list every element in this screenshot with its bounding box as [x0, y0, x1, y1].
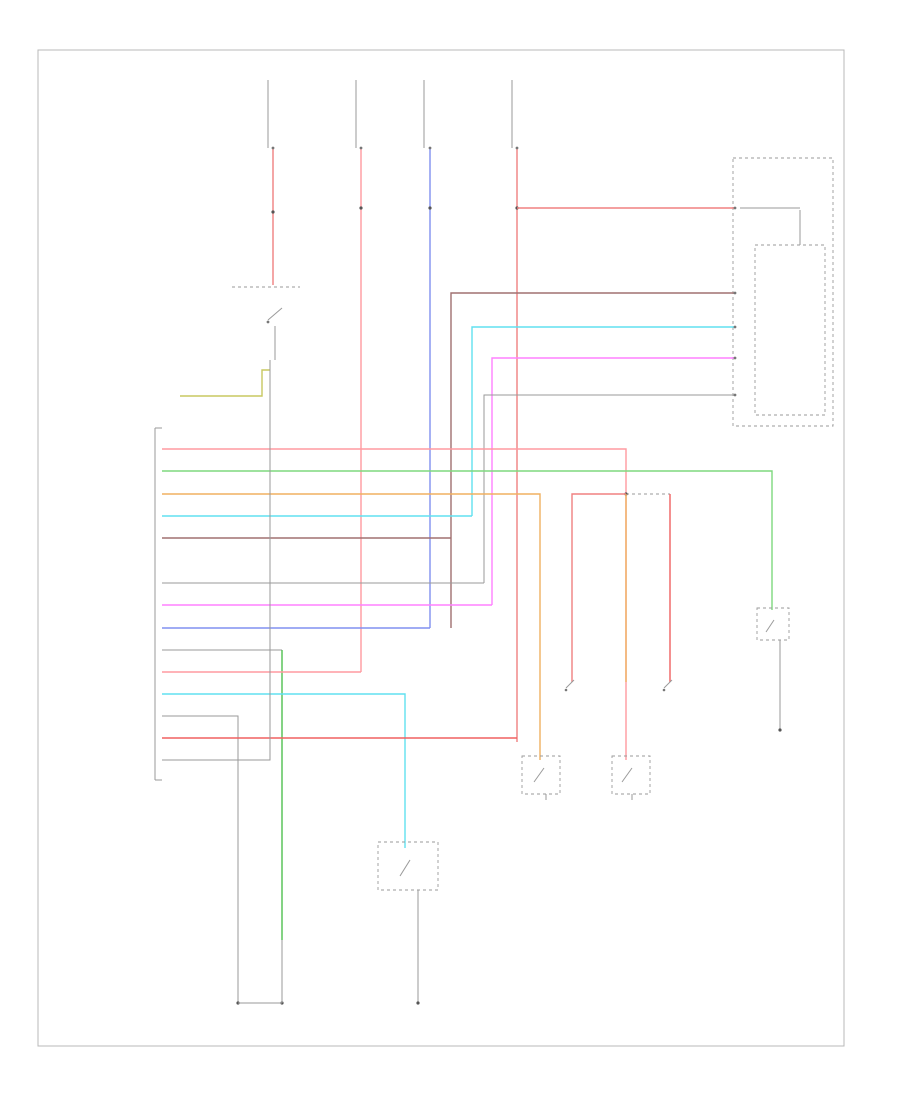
- left-door-switch: [564, 679, 575, 692]
- connector-markers: [271, 146, 737, 397]
- fuse-column-2: [355, 80, 363, 672]
- diagram-frame: [37, 49, 845, 1047]
- instrument-cluster: [732, 157, 834, 427]
- wire-yellow-left: [180, 369, 270, 397]
- wire-green-471: [162, 470, 773, 610]
- body-control-module: [154, 427, 162, 781]
- right-door-switch: [662, 679, 673, 692]
- wire-gray-cluster: [483, 394, 735, 583]
- wire-magenta-cluster: [491, 357, 735, 605]
- fuse-column-1: [267, 80, 275, 285]
- ignition-switch: [232, 286, 300, 360]
- fuse-column-3: [423, 80, 432, 628]
- wire-cyan-694: [162, 693, 406, 848]
- right-ajar-switch: [611, 755, 651, 800]
- wire-orange-494: [162, 493, 541, 760]
- wire-gray-760: [162, 360, 271, 761]
- wire-brown-cluster: [450, 292, 735, 628]
- wire-cyan-cluster: [471, 326, 735, 516]
- wire-gray-716: [162, 715, 239, 1003]
- courtesy-switch: [377, 841, 439, 1005]
- fuse-column-4: [511, 80, 519, 742]
- seatbelt-switch: [756, 607, 790, 732]
- left-ajar-switch: [521, 755, 561, 800]
- ground-node-left: [236, 940, 284, 1005]
- door-switch-branch: [571, 492, 671, 682]
